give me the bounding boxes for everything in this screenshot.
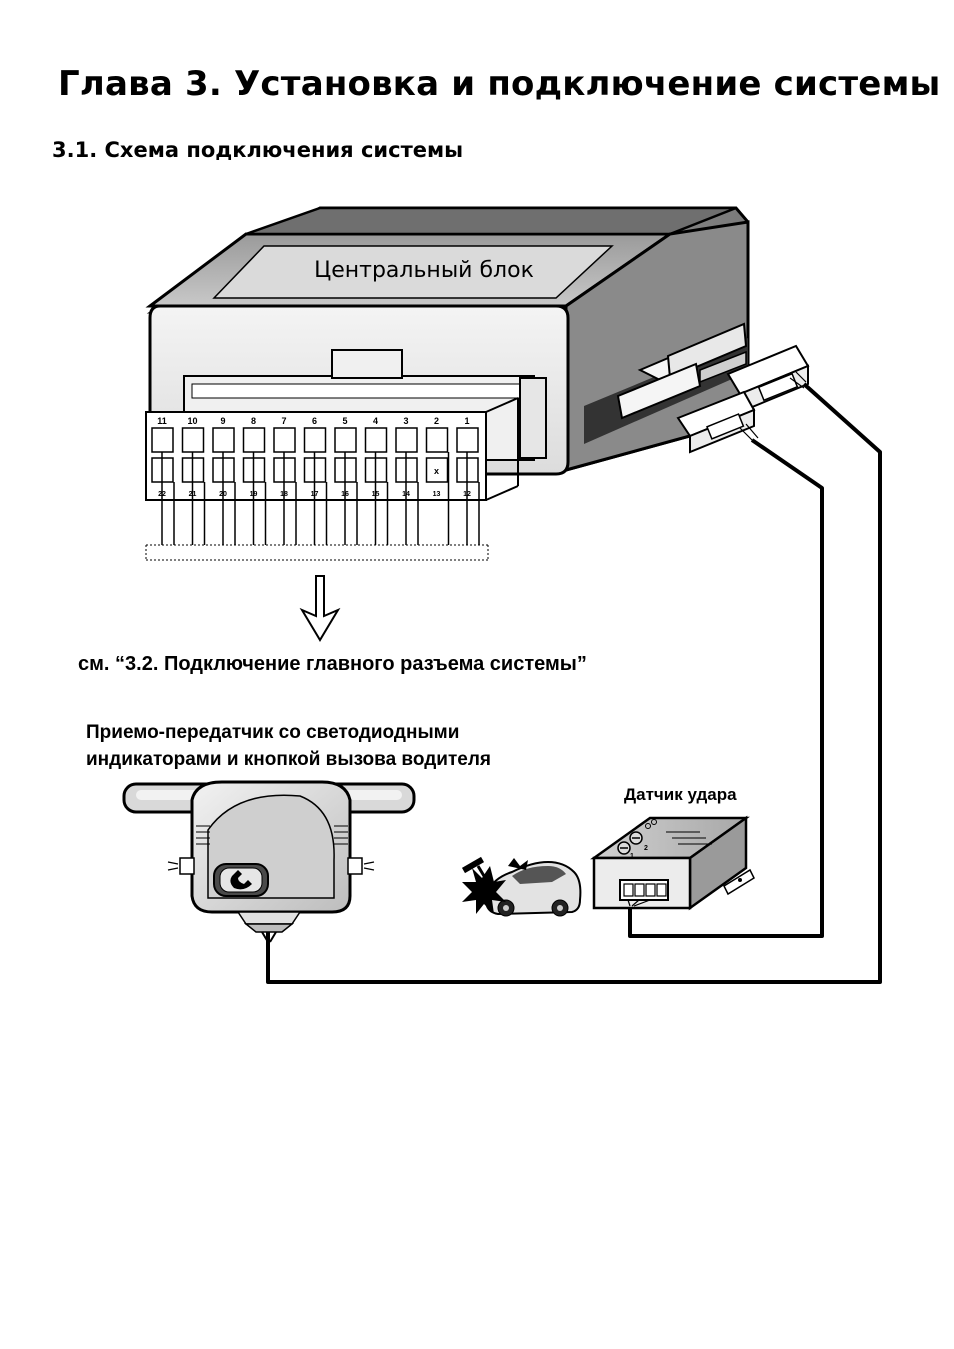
pin-label-7: 7 xyxy=(281,416,286,426)
wire-to-transceiver xyxy=(266,382,882,984)
unused-pin-mark: x xyxy=(434,466,439,476)
wire-to-shock-sensor xyxy=(628,438,824,938)
pin-socket xyxy=(181,427,205,453)
led-right-icon xyxy=(347,857,375,875)
pin-label-13: 13 xyxy=(433,491,441,498)
shock-sensor-caption: Датчик удара xyxy=(624,785,737,804)
sensitivity-dial-2[interactable] xyxy=(629,831,643,845)
pin-label-4: 4 xyxy=(373,416,378,426)
pin-label-11: 11 xyxy=(157,416,167,426)
pin-socket xyxy=(242,427,266,453)
pin-label-9: 9 xyxy=(220,416,225,426)
pin-socket xyxy=(425,457,449,483)
pin-socket xyxy=(425,427,449,453)
pin-label-6: 6 xyxy=(312,416,317,426)
call-driver-button[interactable] xyxy=(213,863,269,897)
pin-label-8: 8 xyxy=(251,416,256,426)
car-impact-icon xyxy=(461,856,582,917)
pin-socket xyxy=(303,427,327,453)
section-title: 3.1. Схема подключения системы xyxy=(52,138,464,162)
pin-socket xyxy=(212,427,235,453)
wire-strands xyxy=(739,371,807,443)
pin-label-2: 2 xyxy=(434,416,439,426)
sensor-connector xyxy=(619,879,669,907)
chapter-title: Глава 3. Установка и подключение системы xyxy=(58,64,941,104)
phone-icon xyxy=(230,870,252,890)
dial-mark-1: 1 xyxy=(630,853,634,860)
pin-socket xyxy=(334,427,357,453)
central-unit-label: Центральный блок xyxy=(314,258,534,283)
pin-socket xyxy=(364,427,388,453)
pin-label-1: 1 xyxy=(464,416,469,426)
connector-plug-b xyxy=(676,390,756,454)
pin-socket xyxy=(395,427,418,453)
main-connector: 111098765432122212019181716151413x12 xyxy=(145,397,519,561)
dial-mark-2: 2 xyxy=(644,845,648,852)
pin-label-3: 3 xyxy=(403,416,408,426)
shock-sensor: 1 2 xyxy=(590,815,755,911)
sensitivity-dial-1[interactable] xyxy=(617,841,631,855)
transceiver-caption-line2: индикаторами и кнопкой вызова водителя xyxy=(86,749,491,770)
side-connectors xyxy=(616,322,748,420)
connector-plug-a xyxy=(726,344,810,414)
down-arrow-icon xyxy=(299,575,341,642)
led-left-icon xyxy=(167,857,195,875)
pin-socket xyxy=(273,427,296,453)
pin-label-10: 10 xyxy=(187,416,197,426)
main-connector-reference: см. “3.2. Подключение главного разъема с… xyxy=(78,653,587,675)
pin-socket xyxy=(456,427,479,453)
transceiver-caption-line1: Приемо-передатчик со светодиодными xyxy=(86,722,460,743)
pin-label-5: 5 xyxy=(342,416,347,426)
transceiver-unit xyxy=(122,780,416,943)
pin-socket xyxy=(151,427,174,453)
